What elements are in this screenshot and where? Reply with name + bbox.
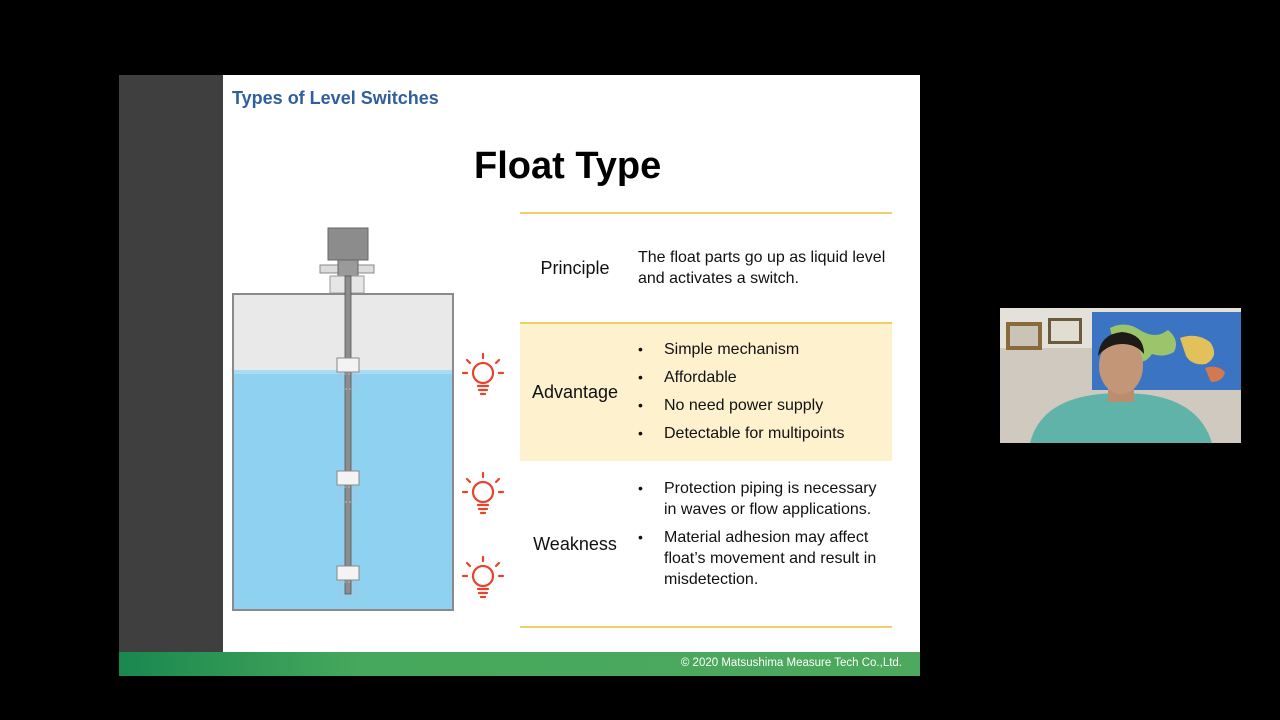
float-1 bbox=[336, 357, 360, 390]
list-item: Protection piping is necessary in waves … bbox=[638, 478, 888, 520]
advantage-label: Advantage bbox=[531, 382, 619, 402]
weakness-label: Weakness bbox=[533, 534, 617, 554]
slide-footer: © 2020 Matsushima Measure Tech Co.,Ltd. bbox=[119, 652, 920, 676]
list-item: Material adhesion may affect float’s mov… bbox=[638, 527, 888, 590]
lightbulb-icon bbox=[461, 555, 505, 599]
advantage-list: Simple mechanism Affordable No need powe… bbox=[638, 339, 888, 444]
principle-text: The float parts go up as liquid level an… bbox=[638, 249, 886, 287]
list-item: Affordable bbox=[638, 367, 888, 388]
weakness-list: Protection piping is necessary in waves … bbox=[638, 478, 888, 590]
presenter-webcam-icon bbox=[1000, 308, 1241, 443]
lightbulb-icon bbox=[461, 471, 505, 515]
list-item: No need power supply bbox=[638, 395, 888, 416]
float-tank-diagram bbox=[232, 227, 505, 611]
advantage-row: Advantage Simple mechanism Affordable No… bbox=[520, 339, 892, 454]
slide-title: Float Type bbox=[474, 145, 662, 187]
weakness-row: Weakness Protection piping is necessary … bbox=[520, 478, 892, 613]
copyright-text: © 2020 Matsushima Measure Tech Co.,Ltd. bbox=[680, 657, 902, 669]
divider-top bbox=[520, 212, 892, 214]
principle-row: Principle The float parts go up as liqui… bbox=[520, 247, 892, 307]
sensor-head bbox=[327, 227, 369, 261]
section-title: Types of Level Switches bbox=[232, 88, 439, 108]
divider-middle bbox=[520, 322, 892, 324]
divider-bottom bbox=[520, 626, 892, 628]
guide-rod bbox=[344, 275, 352, 595]
principle-label: Principle bbox=[540, 258, 610, 278]
float-2 bbox=[336, 470, 360, 503]
presentation-slide: Types of Level Switches Float Type bbox=[119, 75, 920, 676]
list-item: Detectable for multipoints bbox=[638, 423, 888, 444]
lightbulb-icon bbox=[461, 352, 505, 396]
presenter-webcam bbox=[1000, 308, 1241, 443]
slide-left-bar bbox=[119, 75, 223, 652]
float-3 bbox=[336, 565, 360, 598]
list-item: Simple mechanism bbox=[638, 339, 888, 360]
tank-empty-space bbox=[233, 294, 453, 370]
